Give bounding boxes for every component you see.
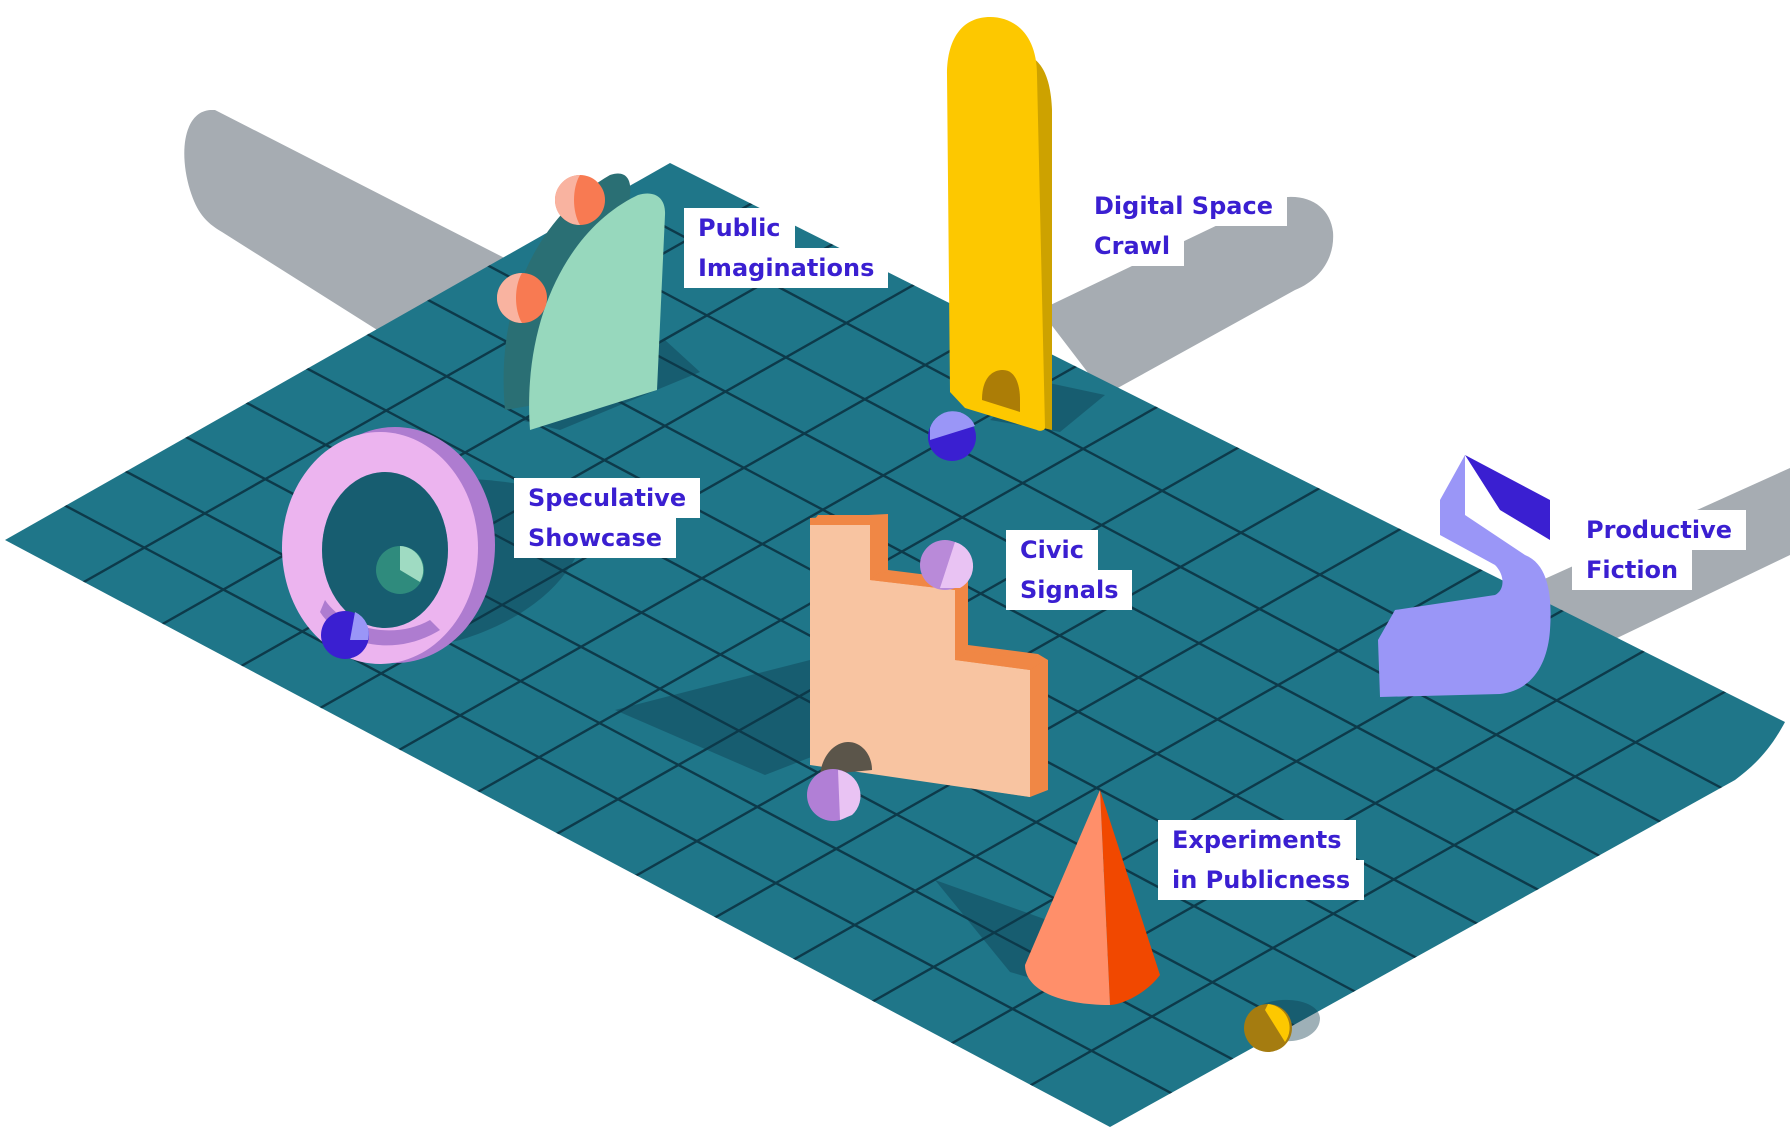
label-line: Experiments — [1158, 820, 1356, 860]
mint-arch-shape — [503, 173, 666, 430]
shadow-pillar — [1040, 196, 1334, 395]
label-speculative-showcase[interactable]: Speculative Showcase — [514, 478, 701, 558]
small-sphere-icon — [920, 540, 974, 590]
label-experiments-in-publicness[interactable]: Experiments in Publicness — [1158, 820, 1365, 900]
small-sphere-icon — [497, 273, 547, 323]
label-line: Signals — [1006, 570, 1133, 610]
peach-stair-shape — [810, 514, 1048, 797]
small-sphere-icon — [1244, 1004, 1292, 1052]
spheres — [321, 175, 1292, 1052]
label-line: Crawl — [1080, 226, 1185, 266]
label-line: Fiction — [1572, 550, 1693, 590]
grid-line — [16, 166, 817, 621]
small-sphere-icon — [376, 546, 424, 594]
label-line: Civic — [1006, 530, 1098, 570]
small-sphere-icon — [555, 175, 605, 225]
orange-cone-shape — [1025, 790, 1160, 1005]
periwinkle-bracket-shape — [1378, 455, 1551, 697]
label-line: Public — [684, 208, 795, 248]
label-digital-space-crawl[interactable]: Digital Space Crawl — [1080, 186, 1287, 266]
pink-ring-shape — [282, 427, 495, 664]
label-civic-signals[interactable]: Civic Signals — [1006, 530, 1133, 610]
label-line: Showcase — [514, 518, 677, 558]
small-sphere-icon — [928, 411, 976, 461]
label-line: Imaginations — [684, 248, 889, 288]
yellow-pillar-shape — [947, 17, 1052, 431]
label-line: Digital Space — [1080, 186, 1287, 226]
label-line: in Publicness — [1158, 860, 1365, 900]
grid-line — [174, 250, 974, 705]
label-line: Speculative — [514, 478, 701, 518]
label-public-imaginations[interactable]: Public Imaginations — [684, 208, 889, 288]
label-line: Productive — [1572, 510, 1747, 550]
small-sphere-icon — [321, 611, 369, 659]
small-sphere-icon — [807, 769, 861, 821]
label-productive-fiction[interactable]: Productive Fiction — [1572, 510, 1747, 590]
